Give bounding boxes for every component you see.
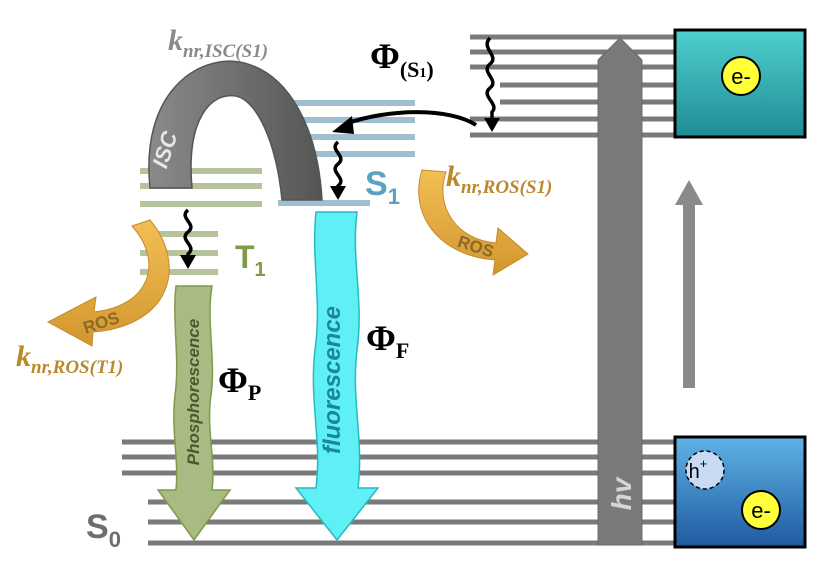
phosphorescence-label: Phosphorescence — [184, 319, 203, 465]
fluorescence-label: fluorescence — [319, 306, 346, 454]
hv-label: hv — [606, 476, 637, 510]
t1-relaxation-arrowhead — [180, 255, 196, 269]
hole-label: h+ — [689, 456, 708, 483]
excited-band-levels — [470, 34, 680, 138]
electron-label-top: e- — [731, 64, 751, 89]
band-relaxation-arrowhead — [484, 118, 500, 132]
phi-s1-label: Φ(S1) — [370, 36, 434, 82]
phi-f-label: ΦF — [366, 318, 409, 363]
t1-relaxation-wavy-arrow — [183, 208, 193, 258]
band-relaxation-wavy-arrow — [485, 36, 496, 122]
s1-relaxation-wavy-arrow — [333, 140, 343, 190]
s1-relaxation-arrowhead — [330, 186, 346, 200]
phosphorescence-arrow — [156, 285, 232, 542]
hole-circle — [685, 450, 725, 490]
band-to-s1-curved-arrow — [344, 110, 478, 127]
k-nr-isc-label: knr,ISC(S1) — [168, 24, 268, 62]
k-nr-ros-s1-label: knr,ROS(S1) — [446, 160, 552, 198]
ros-arrow-s1 — [418, 169, 529, 276]
electron-circle-bottom — [741, 490, 781, 530]
electron-label-bottom: e- — [751, 498, 771, 523]
hv-excitation-arrow — [597, 37, 643, 546]
charge-transfer-arrow — [675, 180, 703, 388]
ros-arrow-t1 — [46, 219, 170, 347]
band-to-s1-arrowhead — [332, 116, 354, 134]
isc-arc — [148, 60, 323, 201]
fluorescence-arrow — [294, 211, 380, 542]
electron-circle-top — [721, 56, 761, 96]
s1-label: S1 — [365, 165, 400, 209]
ground-state-levels — [122, 439, 680, 546]
k-nr-ros-t1-label: knr,ROS(T1) — [16, 340, 123, 378]
s0-label: S0 — [86, 508, 121, 552]
t1-label: T1 — [235, 239, 266, 281]
phi-p-label: ΦP — [218, 360, 261, 405]
